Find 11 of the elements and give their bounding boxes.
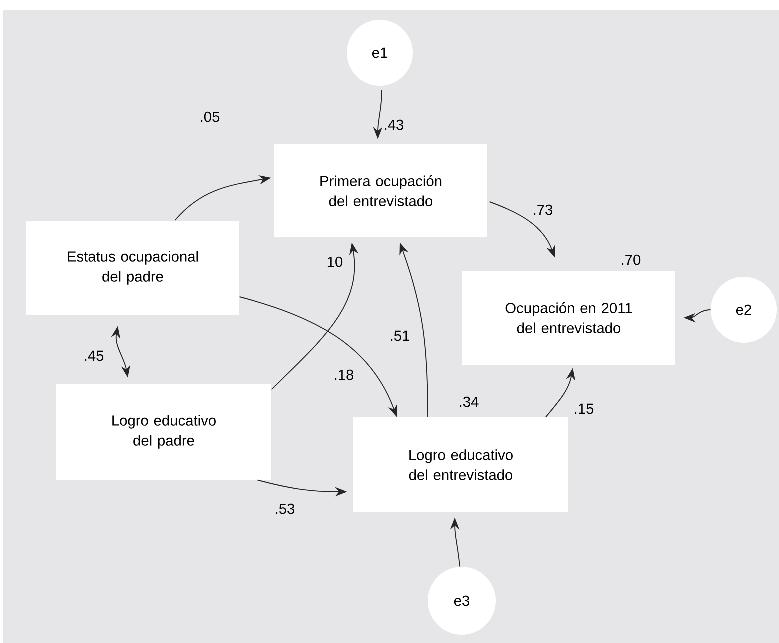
- variable-box: Logro educativo del padre: [56, 384, 272, 480]
- coefficient-label: .15: [572, 402, 596, 416]
- variable-box: Primera ocupación del entrevistado: [274, 144, 488, 238]
- r-squared-label: .34: [460, 396, 479, 408]
- variable-box: Logro educativo del entrevistado: [354, 418, 568, 512]
- coefficient-label: .45: [82, 350, 106, 362]
- variable-box: Estatus ocupacional del padre: [26, 221, 240, 315]
- coefficient-label: .51: [388, 330, 412, 342]
- variable-box: Ocupación en 2011 del entrevistado: [462, 271, 676, 365]
- r-squared-label: .70: [622, 254, 641, 266]
- coefficient-label: 10: [326, 255, 344, 269]
